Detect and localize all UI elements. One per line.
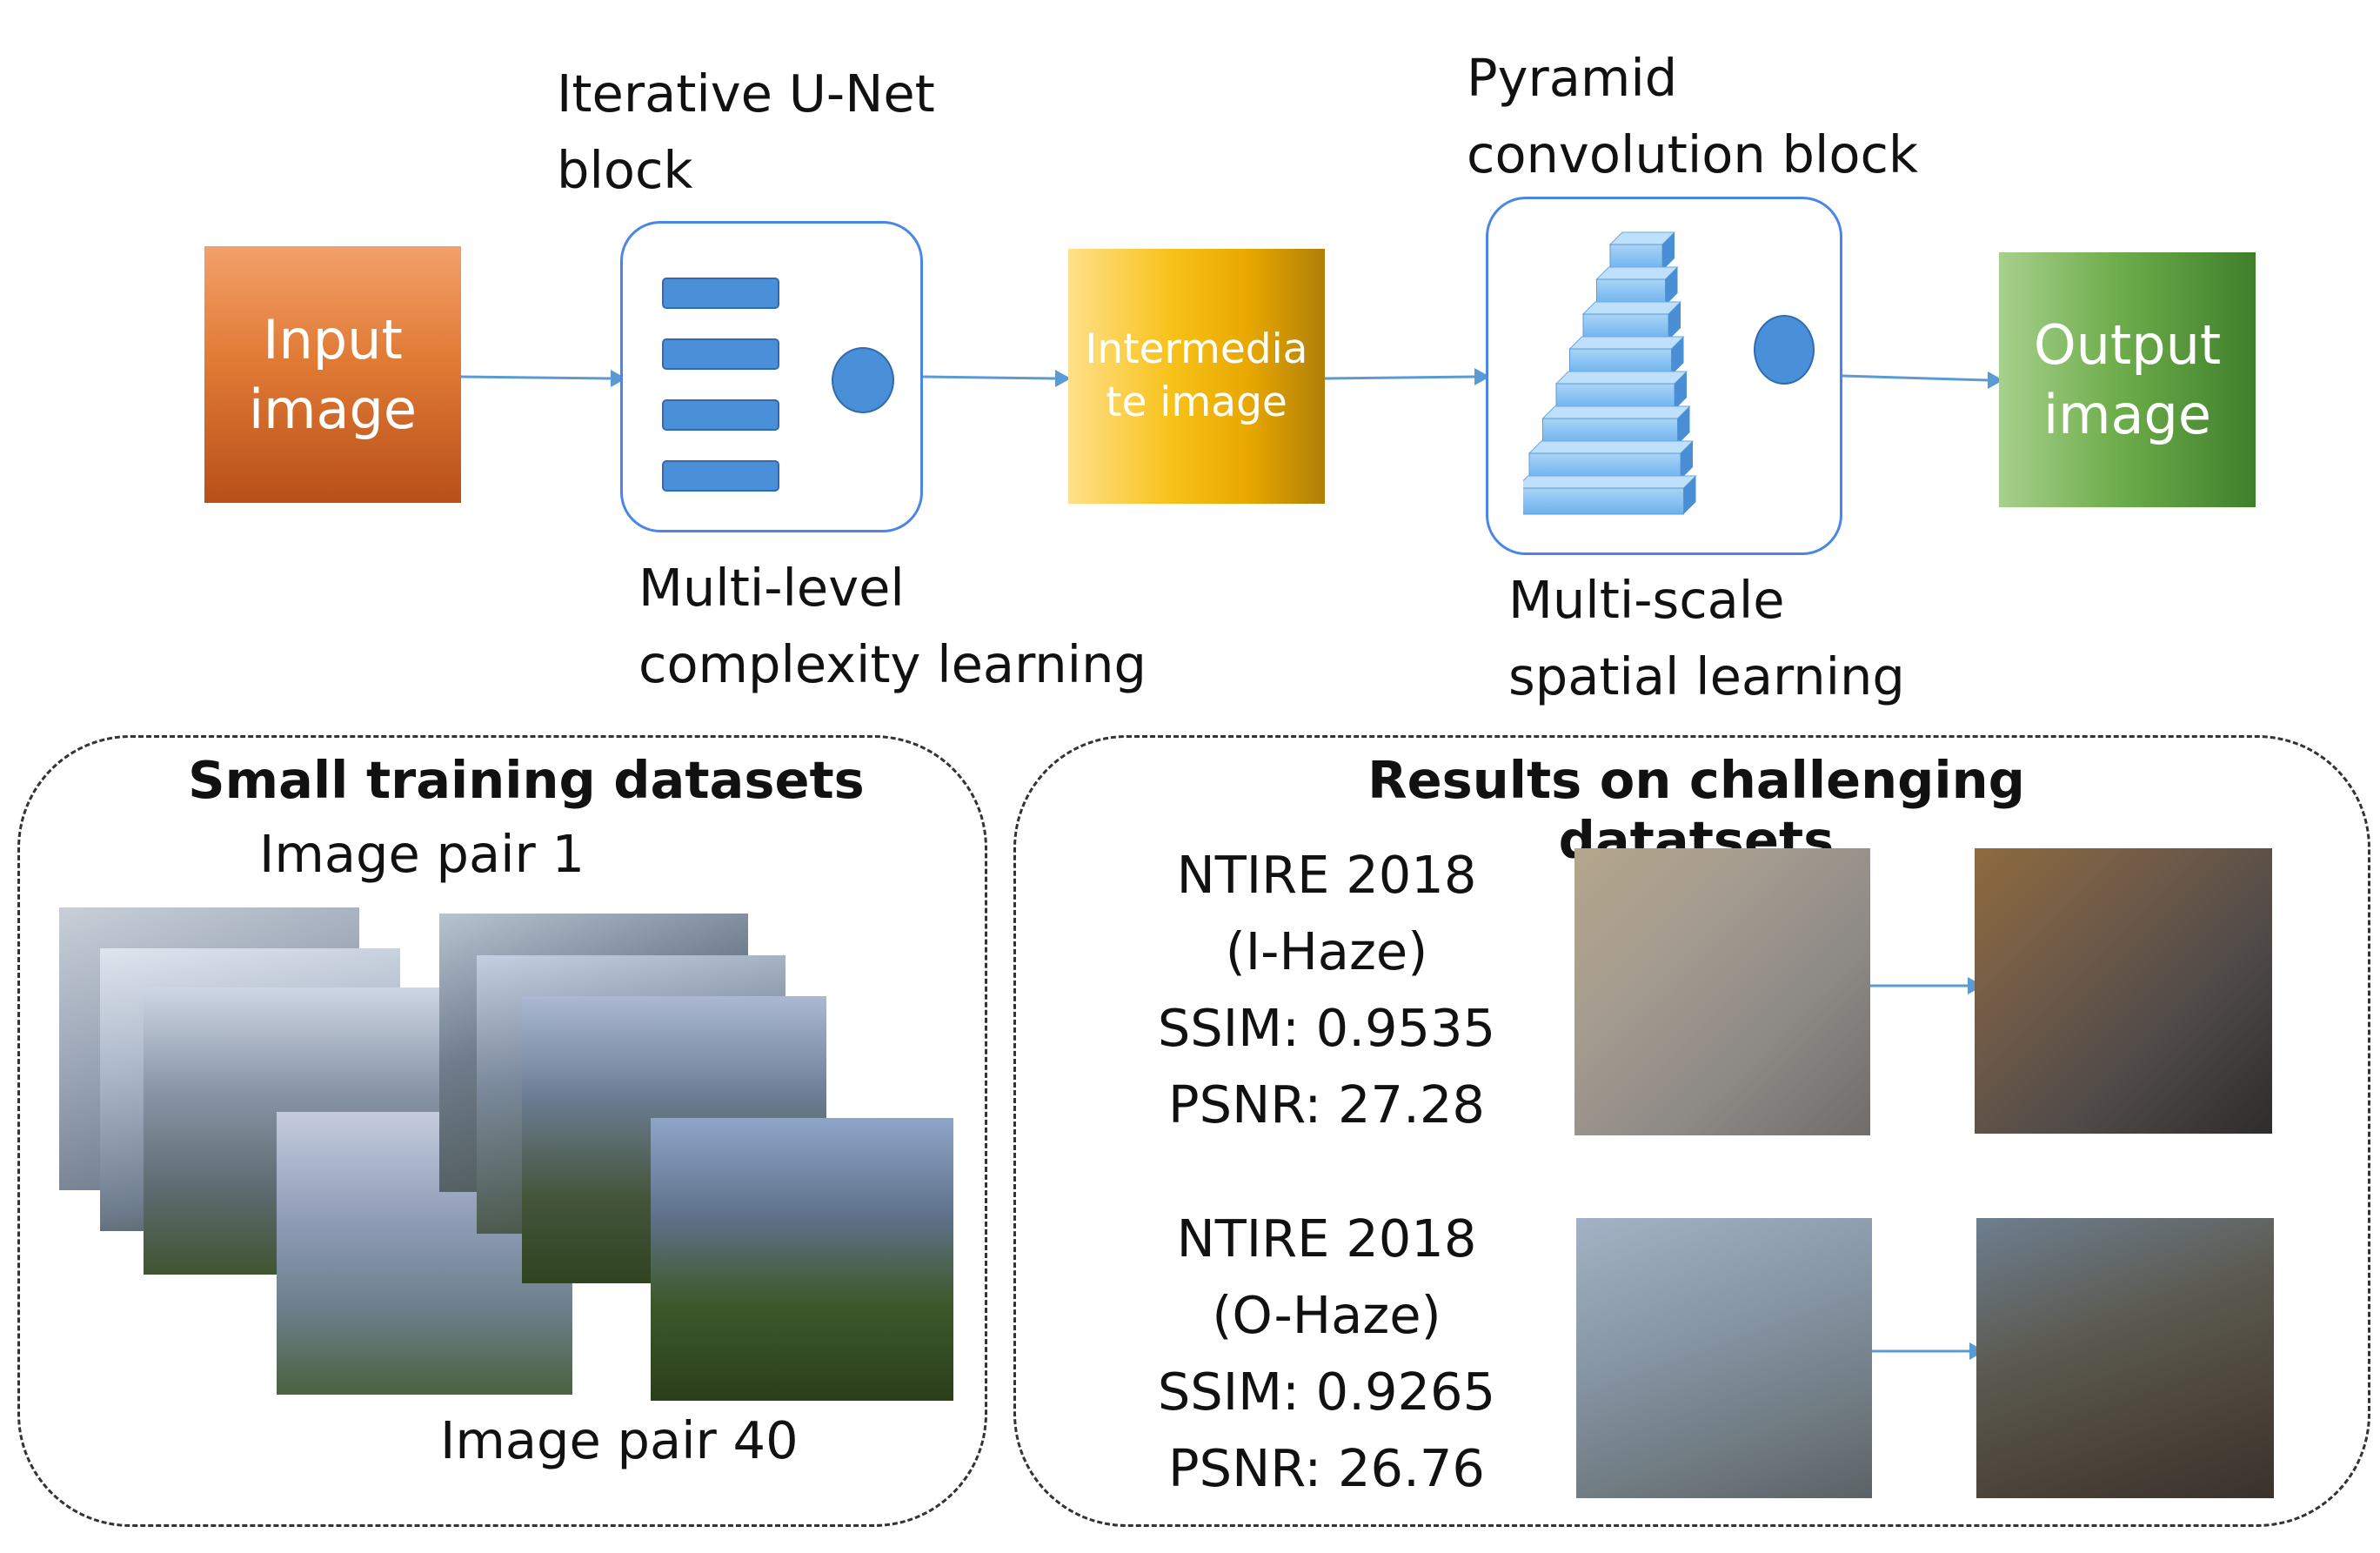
result-ssim: SSIM: 0.9535 xyxy=(1157,998,1496,1058)
result-psnr: PSNR: 27.28 xyxy=(1168,1074,1485,1135)
unet-caption: Multi-level complexity learning xyxy=(638,558,1147,694)
result-psnr: PSNR: 26.76 xyxy=(1168,1438,1485,1498)
training-title: Small training datasets xyxy=(188,750,865,810)
intermediate-image-label: Intermedia te image xyxy=(1085,325,1308,426)
intermediate-image-box: Intermedia te image xyxy=(1068,249,1325,504)
unet-layer-bar xyxy=(662,338,779,370)
unet-layer-bar xyxy=(662,278,779,309)
arrow-result-2 xyxy=(1872,1342,1985,1360)
image-pair-first-label: Image pair 1 xyxy=(259,824,585,884)
arrow-pyramid-to-output xyxy=(1842,372,2003,389)
result-hazy-image xyxy=(1574,848,1870,1135)
unet-title: Iterative U-Net block xyxy=(557,64,935,200)
training-clear-image xyxy=(651,1118,953,1401)
output-image-box: Output image xyxy=(1999,252,2256,507)
result-dataset-name: NTIRE 2018 (I-Haze) xyxy=(1176,845,1477,981)
arrow-unet-to-intermediate xyxy=(923,370,1071,387)
input-image-box: Input image xyxy=(204,246,461,503)
unet-iteration-node xyxy=(832,347,894,413)
unet-block xyxy=(620,221,923,532)
output-image-label: Output image xyxy=(2033,313,2222,446)
result-dataset-name: NTIRE 2018 (O-Haze) xyxy=(1176,1208,1477,1345)
result-entry: NTIRE 2018 (I-Haze) SSIM: 0.9535 PSNR: 2… xyxy=(1113,837,1540,1143)
unet-layer-bar xyxy=(662,399,779,431)
arrow-input-to-unet xyxy=(461,370,626,387)
image-pair-last-label: Image pair 40 xyxy=(440,1410,799,1470)
result-dehazed-image xyxy=(1976,1218,2274,1498)
result-ssim: SSIM: 0.9265 xyxy=(1157,1362,1496,1422)
training-datasets-panel xyxy=(17,735,987,1527)
results-panel xyxy=(1013,735,2370,1527)
pyramid-caption: Multi-scale spatial learning xyxy=(1508,570,1905,706)
arrow-intermediate-to-pyramid xyxy=(1325,368,1490,385)
pyramid-stack-icon xyxy=(1523,231,1697,515)
pyramid-block xyxy=(1486,197,1842,555)
result-dehazed-image xyxy=(1975,848,2272,1134)
arrow-result-1 xyxy=(1870,977,1983,994)
unet-layer-bar xyxy=(662,460,779,492)
input-image-label: Input image xyxy=(248,308,418,441)
result-hazy-image xyxy=(1576,1218,1872,1498)
pyramid-fusion-node xyxy=(1754,315,1815,385)
pyramid-title: Pyramid convolution block xyxy=(1467,48,1919,184)
result-entry: NTIRE 2018 (O-Haze) SSIM: 0.9265 PSNR: 2… xyxy=(1113,1201,1540,1507)
